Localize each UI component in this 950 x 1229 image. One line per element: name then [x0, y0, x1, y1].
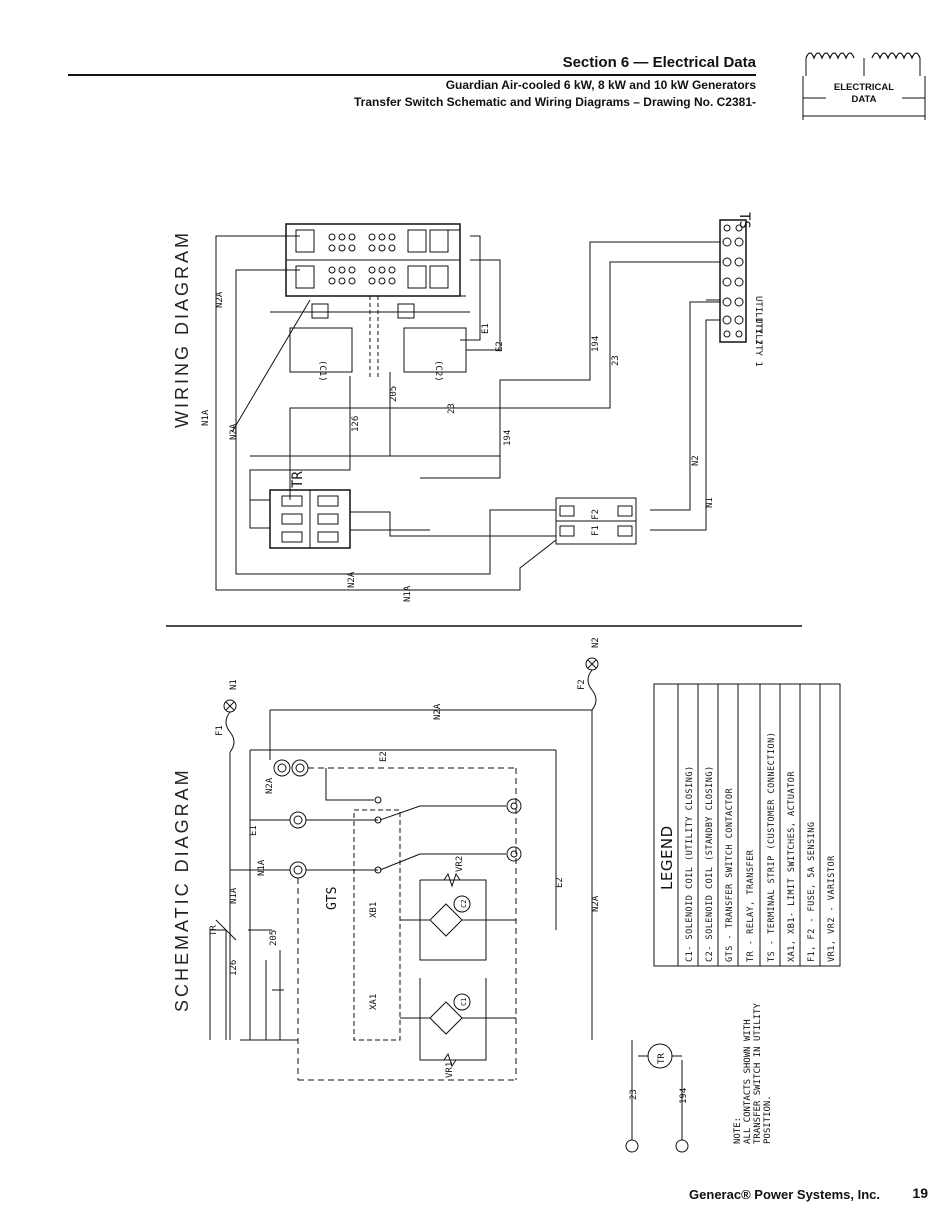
- varistor-vr1: [443, 1052, 457, 1068]
- sch-vr1: VR1: [445, 1062, 455, 1078]
- legend-title: LEGEND: [658, 825, 676, 890]
- wire-n2: N2: [691, 455, 701, 466]
- wire-n2a-top: N2A: [215, 291, 225, 308]
- sch-c1: C1: [460, 998, 468, 1006]
- subtitle-drawing: Transfer Switch Schematic and Wiring Dia…: [353, 95, 756, 109]
- section-title: Section 6 — Electrical Data: [562, 54, 756, 71]
- wire-n2a-left: N2A: [229, 423, 239, 440]
- sch-e1: E1: [249, 825, 259, 836]
- footer-company: Generac® Power Systems, Inc.: [689, 1187, 880, 1202]
- wire-194: 194: [503, 430, 513, 446]
- legend-item-8: VR1, VR2 - VARISTOR: [827, 855, 837, 962]
- badge-line-2: DATA: [851, 94, 877, 105]
- terminal-23: [625, 1139, 639, 1153]
- wire-126: 126: [351, 416, 361, 432]
- subtitle-models: Guardian Air-cooled 6 kW, 8 kW and 10 kW…: [445, 78, 756, 92]
- sch-gts: GTS: [325, 887, 340, 910]
- badge-coil-left: [805, 52, 855, 60]
- sch-tr: TR: [209, 925, 219, 936]
- page-number: 19: [912, 1185, 928, 1201]
- sch-e2-2: E2: [555, 877, 565, 888]
- badge-coil-right: [871, 52, 921, 60]
- terminal-194: [675, 1139, 689, 1153]
- wire-n1a-bottom: N1A: [403, 585, 413, 602]
- bridge-c1: [429, 1001, 463, 1035]
- note-line-1: NOTE:: [733, 1117, 743, 1144]
- badge-line-1: ELECTRICAL: [833, 82, 895, 93]
- limit-switch-box: [353, 809, 401, 1041]
- terminal-strip-ts: [719, 219, 747, 343]
- legend-item-2: C2- SOLENOID COIL (STANDBY CLOSING): [705, 765, 715, 962]
- wire-n1a-left: N1A: [201, 409, 211, 426]
- sch-vr2: VR2: [455, 856, 465, 872]
- fuse-f1: [225, 711, 235, 753]
- coil-c2-symbol: [453, 895, 471, 913]
- utility2-label: UTILITY 2: [753, 296, 763, 345]
- sch-n2a: N2A: [433, 703, 443, 720]
- legend-item-3: GTS - TRANSFER SWITCH CONTACTOR: [725, 787, 735, 962]
- legend-item-4: TR - RELAY, TRANSFER: [746, 849, 756, 962]
- f1f2-label: F1 F2: [591, 509, 601, 536]
- bridge-c2: [429, 903, 463, 937]
- note-line-4: POSITION.: [763, 1095, 773, 1144]
- wire-23: 23: [447, 403, 457, 414]
- wire-n2a-bottom: N2A: [347, 571, 357, 588]
- sch-n2: N2: [591, 637, 601, 648]
- sch-n2a-2: N2A: [265, 777, 275, 794]
- ts-terminals: [722, 237, 744, 325]
- gts-contact-grid: [328, 233, 396, 285]
- c1-label: (C1): [317, 360, 327, 382]
- note-line-3: TRANSFER SWITCH IN UTILITY: [753, 1003, 763, 1144]
- coil-c1: [289, 327, 353, 373]
- wire-23-ts: 23: [611, 355, 621, 366]
- legend-item-5: TS - TERMINAL STRIP (CUSTOMER CONNECTION…: [767, 732, 777, 962]
- legend-item-1: C1- SOLENOID COIL (UTILITY CLOSING): [685, 765, 695, 962]
- legend-item-6: XA1, XB1- LIMIT SWITCHES, ACTUATOR: [787, 771, 797, 962]
- sch-126: 126: [229, 960, 239, 976]
- sch-n2a-3: N2A: [591, 895, 601, 912]
- sch-xb1: XB1: [369, 902, 379, 918]
- sch-f1: F1: [215, 725, 225, 736]
- sch-n1a-2: N1A: [229, 887, 239, 904]
- legend-item-7: F1, F2 - FUSE, 5A SENSING: [807, 822, 817, 962]
- sch-f2: F2: [577, 679, 587, 690]
- header-rule: [68, 74, 756, 76]
- tr-label: TR: [290, 471, 306, 488]
- sch-23: 23: [629, 1089, 639, 1100]
- wire-n1: N1: [705, 497, 715, 508]
- sch-xa1: XA1: [369, 994, 379, 1010]
- sch-n1: N1: [229, 679, 239, 690]
- note-line-2: ALL CONTACTS SHOWN WITH: [743, 1019, 753, 1144]
- sch-205: 205: [269, 930, 279, 946]
- ts-label: TS: [736, 212, 752, 229]
- badge-label: ELECTRICAL DATA: [800, 82, 928, 106]
- sch-e2: E2: [379, 751, 389, 762]
- c2-label: (C2): [433, 360, 443, 382]
- utility1-label: UTILITY 1: [753, 318, 763, 367]
- sch-n1a: N1A: [257, 859, 267, 876]
- wire-194-ts: 194: [591, 336, 601, 352]
- sch-c2: C2: [460, 900, 468, 908]
- coil-c1-symbol: [453, 993, 471, 1011]
- wire-205: 205: [389, 386, 399, 402]
- wire-e1: E1: [481, 323, 491, 334]
- varistor-vr2: [443, 872, 461, 888]
- fuse-f2: [587, 669, 597, 711]
- wire-e2: E2: [495, 341, 505, 352]
- electrical-data-badge: [802, 52, 926, 120]
- sch-194: 194: [679, 1088, 689, 1104]
- sch-tr-coil: TR: [657, 1053, 667, 1064]
